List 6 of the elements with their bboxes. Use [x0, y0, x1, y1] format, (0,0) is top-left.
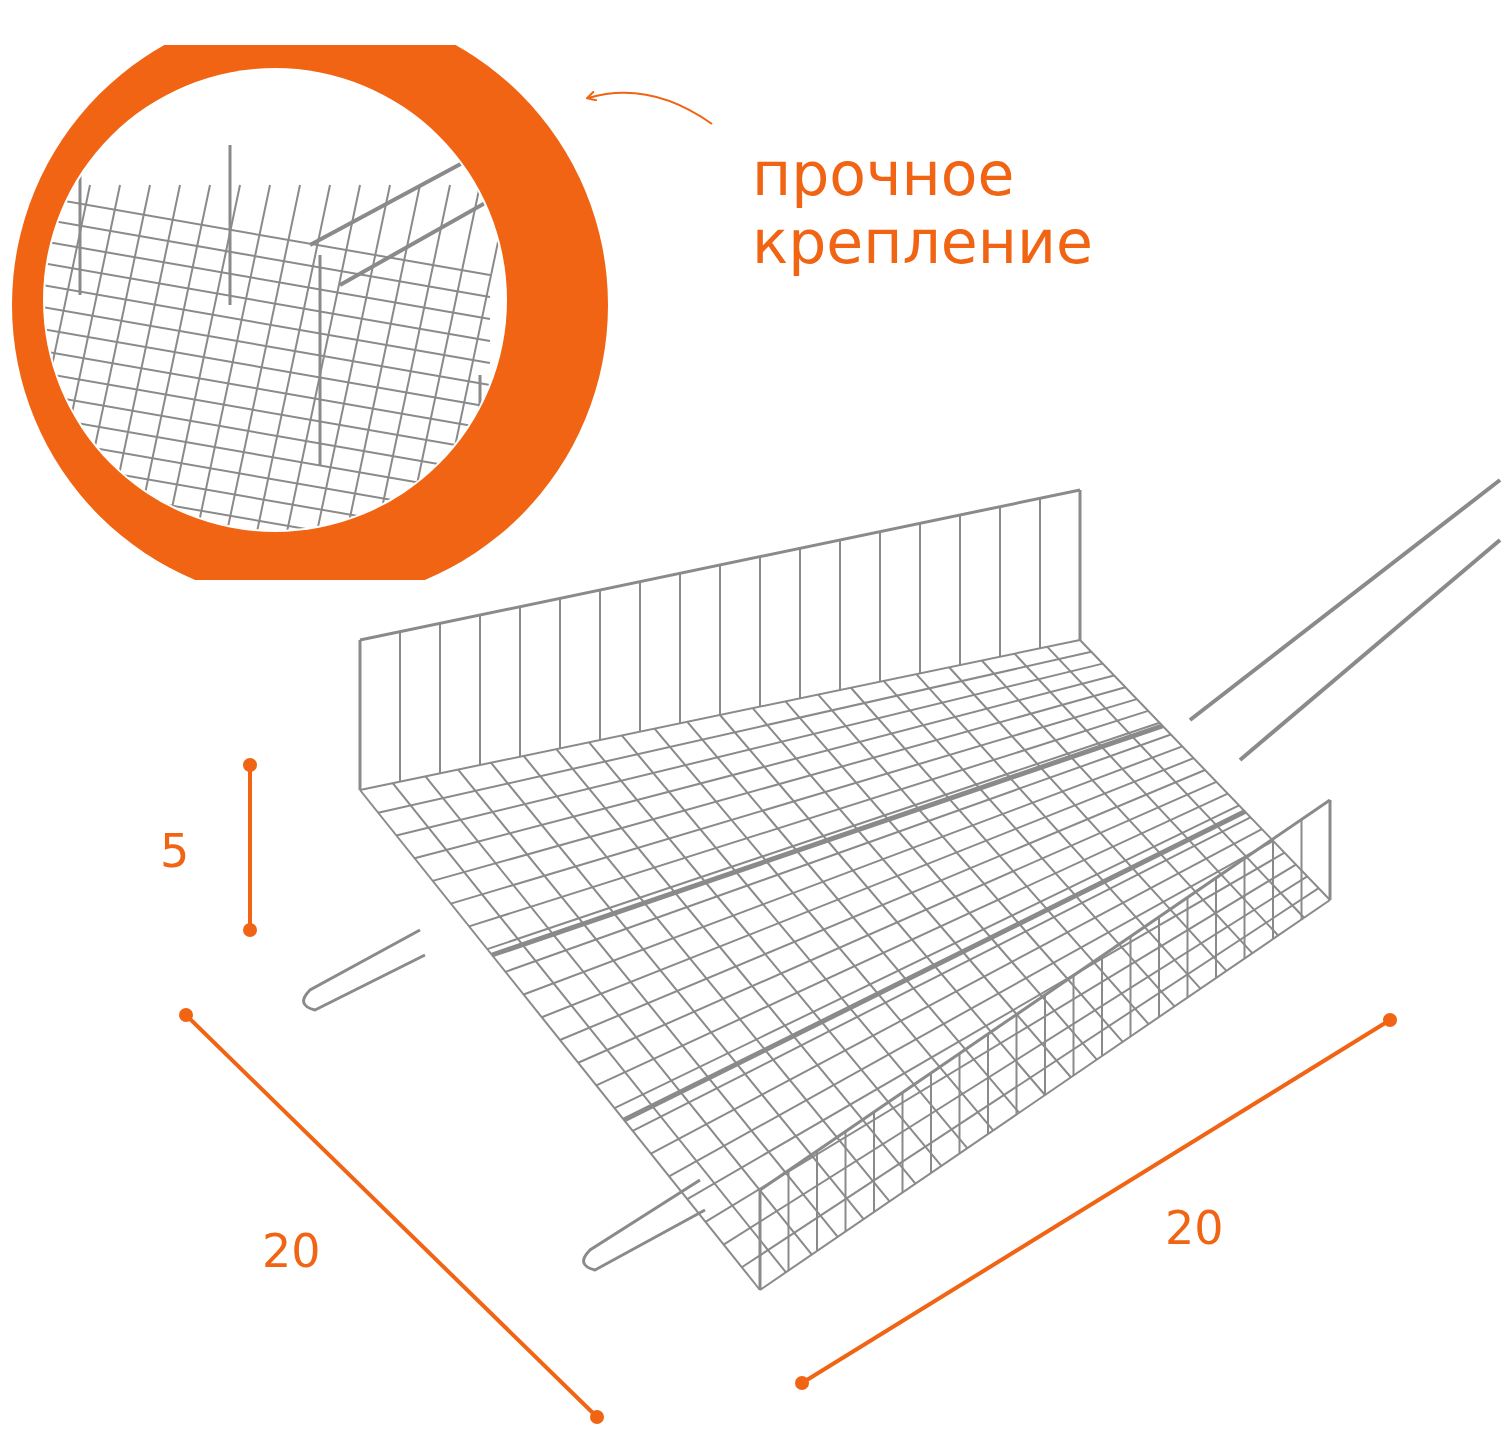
dimension-label: 20 — [1165, 1205, 1224, 1251]
dimension-label: 5 — [160, 828, 190, 874]
leader-arrow — [586, 90, 713, 125]
dimension-label: 20 — [262, 1228, 321, 1274]
callout-text: прочное крепление — [752, 140, 1172, 276]
magnified-detail-picture — [10, 45, 610, 580]
